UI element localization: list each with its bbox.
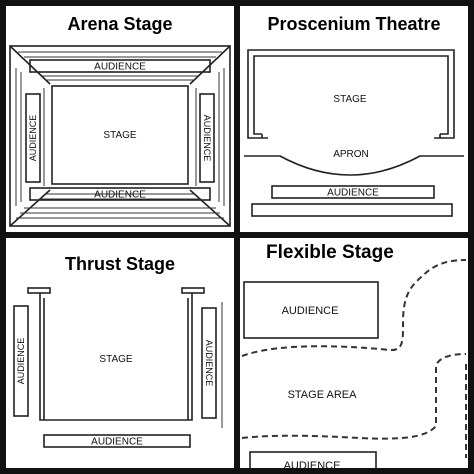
thrust-audience-bottom-label: AUDIENCE	[91, 437, 143, 448]
arena-audience-top-block	[18, 51, 222, 81]
flexible-audience-bottom-label: AUDIENCE	[284, 460, 341, 468]
thrust-audience-right-label: AUDIENCE	[204, 340, 214, 387]
arena-audience-right-label: AUDIENCE	[202, 115, 212, 162]
arena-outer-frame	[9, 45, 231, 227]
arena-audience-left-block	[15, 68, 45, 206]
flexible-stage-area-label: STAGE AREA	[288, 389, 358, 401]
arena-stage-panel: Arena Stage AUDIENCE AUDIENCE	[6, 6, 234, 232]
proscenium-stage-inner-wall	[253, 55, 449, 135]
flexible-stage-panel: Flexible Stage AUDIENCE STAGE AREA AUDIE…	[240, 238, 468, 468]
arena-audience-bottom-label: AUDIENCE	[94, 190, 146, 201]
arena-audience-left-label: AUDIENCE	[28, 115, 38, 162]
flexible-audience-top-block	[243, 281, 379, 339]
proscenium-panel: Proscenium Theatre STAGE APRON AUDIENCE	[240, 6, 468, 232]
thrust-stage-label: STAGE	[99, 354, 132, 365]
proscenium-audience-row-2	[251, 203, 453, 217]
arena-stage-diagram: AUDIENCE AUDIENCE AUDIENCE AUDIENCE	[9, 45, 231, 227]
thrust-ledge-left	[27, 287, 51, 294]
proscenium-apron-curve	[244, 155, 464, 176]
flexible-dashed-boundary-bottom	[241, 353, 467, 440]
proscenium-stage-label: STAGE	[333, 94, 366, 105]
arena-audience-top-label: AUDIENCE	[94, 62, 146, 73]
proscenium-stage-outer-wall	[247, 49, 455, 139]
proscenium-audience-label: AUDIENCE	[327, 188, 379, 199]
thrust-audience-left-label: AUDIENCE	[16, 338, 26, 385]
thrust-audience-bottom-block	[43, 434, 191, 448]
flexible-stage-title: Flexible Stage	[266, 242, 394, 263]
flexible-audience-bottom-block	[249, 451, 377, 468]
thrust-audience-right-block	[201, 307, 217, 419]
arena-stage-label: STAGE	[103, 130, 136, 141]
proscenium-title: Proscenium Theatre	[267, 14, 441, 34]
thrust-stage-outline	[39, 293, 193, 421]
thrust-stage-title: Thrust Stage	[64, 254, 175, 274]
thrust-stage-panel: Thrust Stage STAGE AUDIENCE AUDIENCE AUD…	[6, 238, 234, 468]
arena-audience-right-block	[195, 68, 225, 206]
proscenium-diagram: STAGE APRON AUDIENCE	[244, 49, 464, 217]
arena-stage-title: Arena Stage	[67, 14, 173, 34]
proscenium-audience-row-1	[271, 185, 435, 199]
thrust-ledge-right	[181, 287, 205, 294]
proscenium-apron-label: APRON	[333, 149, 369, 160]
flexible-stage-diagram: AUDIENCE STAGE AREA AUDIENCE	[241, 259, 467, 468]
thrust-audience-left-block	[13, 305, 29, 417]
flexible-dashed-boundary-top	[241, 259, 467, 357]
arena-audience-bottom-block	[16, 187, 224, 219]
arena-stage-rect	[51, 85, 189, 185]
flexible-audience-top-label: AUDIENCE	[282, 305, 339, 317]
thrust-stage-diagram: STAGE AUDIENCE AUDIENCE AUDIENCE	[13, 287, 223, 448]
